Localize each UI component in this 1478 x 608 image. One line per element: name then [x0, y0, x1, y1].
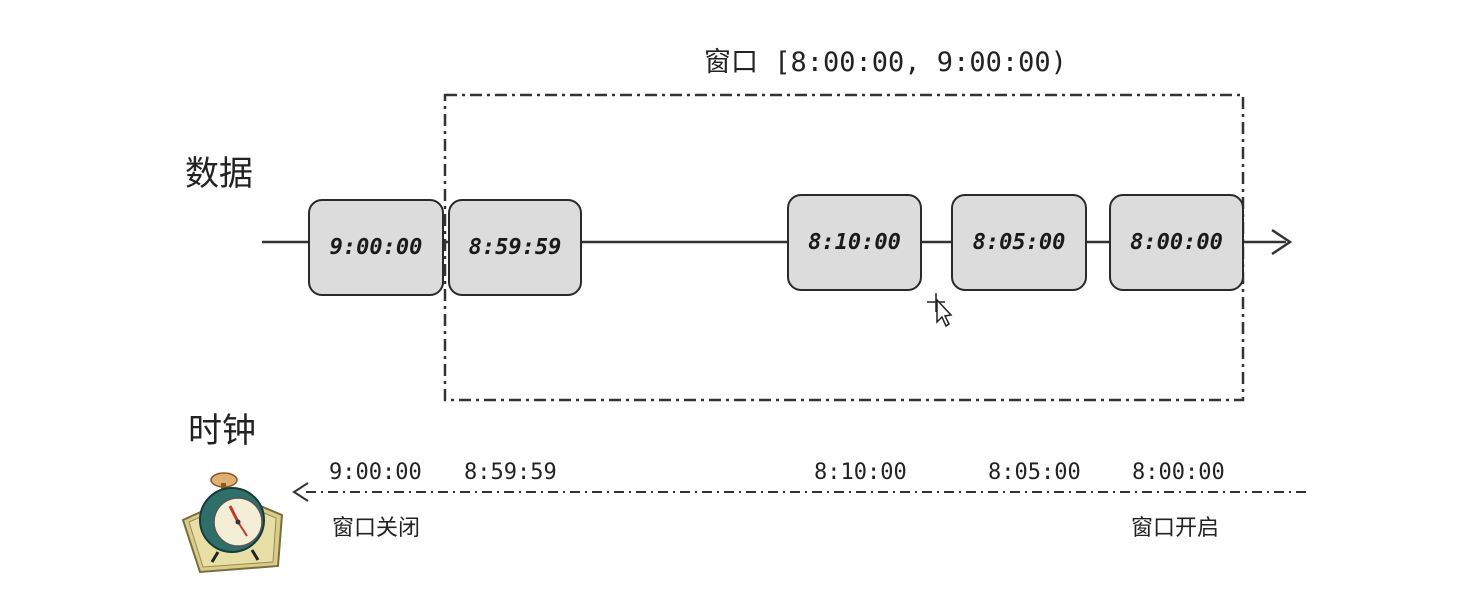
event-box-8-00-00: 8:00:00 [1109, 194, 1244, 291]
event-box-8-59-59: 8:59:59 [448, 199, 582, 296]
alarm-clock-icon [181, 472, 284, 574]
clock-arrowhead [292, 482, 309, 502]
event-box-8-10-00: 8:10:00 [787, 194, 922, 291]
clock-tick-label: 8:05:00 [988, 460, 1081, 485]
event-box-9-00-00: 9:00:00 [308, 199, 444, 296]
event-box-8-05-00: 8:05:00 [951, 194, 1087, 291]
clock-tick-label: 8:00:00 [1132, 460, 1225, 485]
clock-tick-label: 9:00:00 [329, 460, 422, 485]
data-section-label: 数据 [185, 154, 253, 194]
window-title: 窗口 [8:00:00, 9:00:00) [704, 47, 1067, 78]
data-stream-arrowhead [1271, 228, 1293, 256]
clock-tick-label: 8:10:00 [814, 460, 907, 485]
clock-tick-label: 8:59:59 [464, 460, 557, 485]
clock-section-label: 时钟 [188, 411, 256, 451]
window-close-caption: 窗口关闭 [332, 516, 421, 541]
move-cursor-icon [927, 293, 953, 328]
window-open-caption: 窗口开启 [1131, 516, 1220, 541]
